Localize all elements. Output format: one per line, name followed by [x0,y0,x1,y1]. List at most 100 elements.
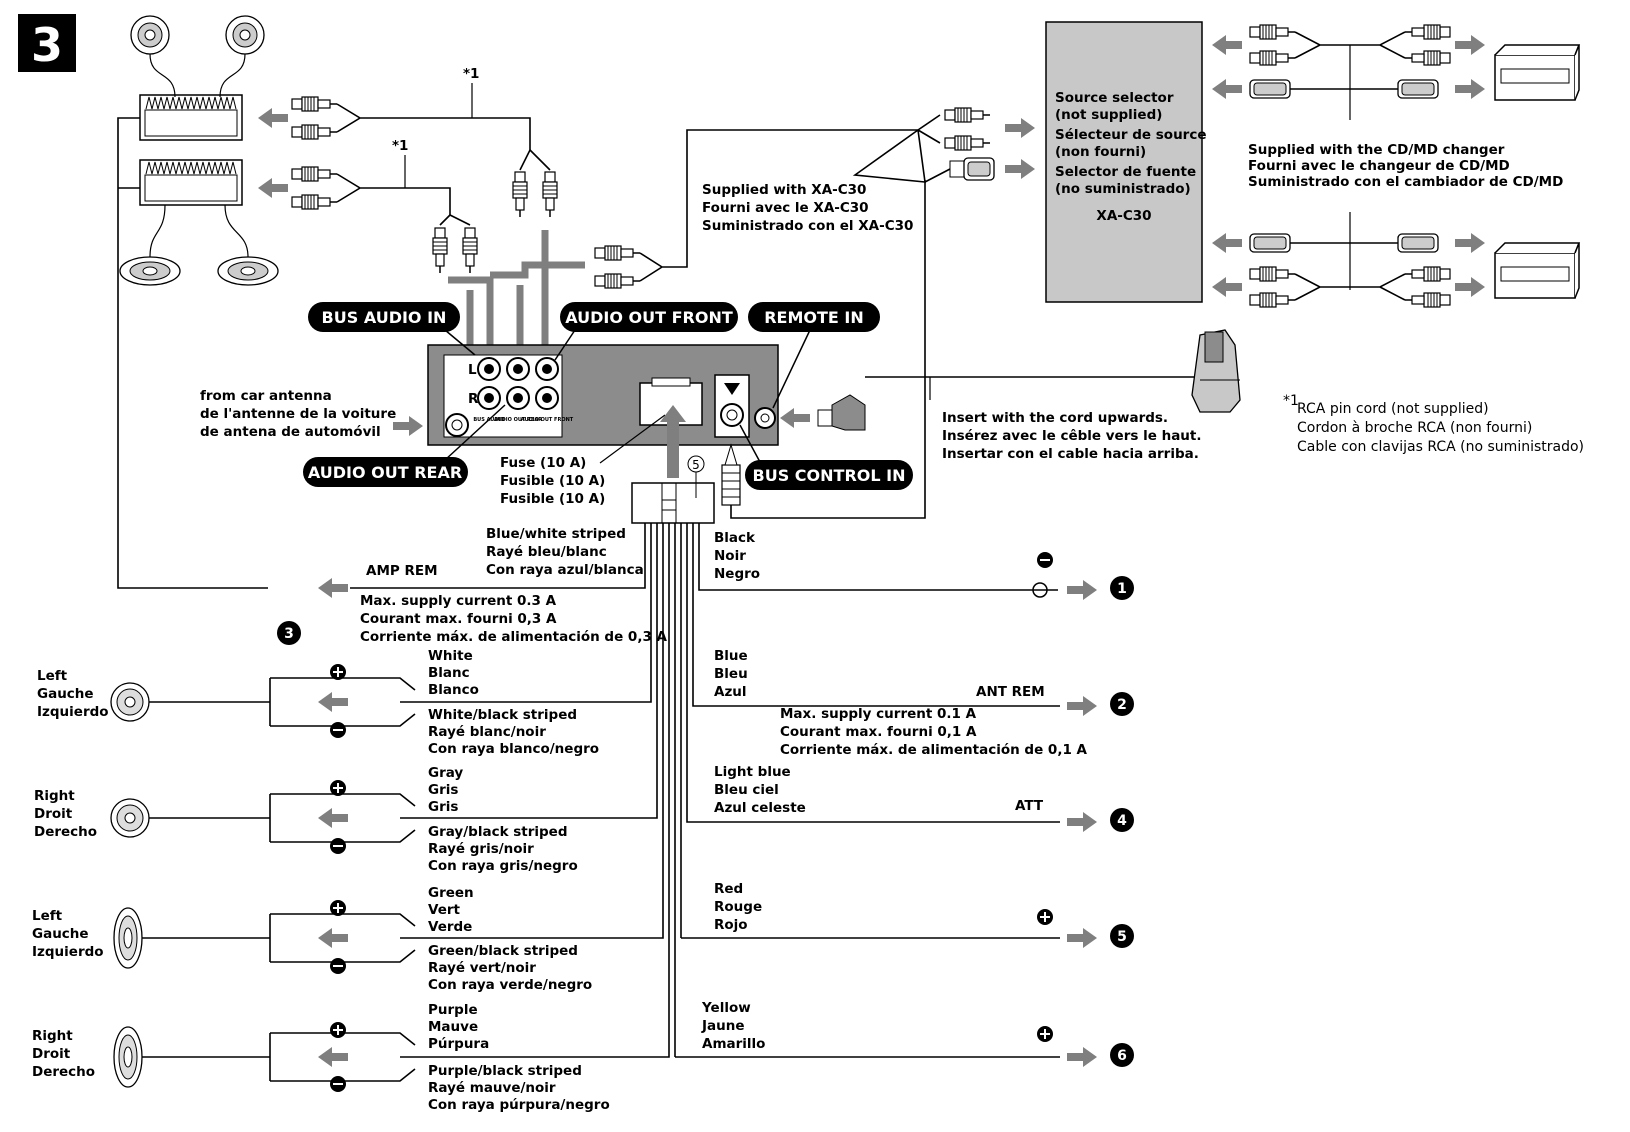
svg-text:5: 5 [1117,929,1127,945]
pill-remote-in: REMOTE IN [748,302,880,332]
svg-text:Púrpura: Púrpura [428,1036,489,1052]
jack-rear-l [506,357,530,381]
svg-text:Rayé mauve/noir: Rayé mauve/noir [428,1080,556,1096]
jack-front-r [535,386,559,410]
svg-text:Izquierdo: Izquierdo [32,944,104,960]
pill-bus-audio-in: BUS AUDIO IN [308,302,460,332]
svg-text:Fourni avec le changeur de CD/: Fourni avec le changeur de CD/MD [1248,158,1510,174]
svg-text:(no suministrado): (no suministrado) [1055,181,1191,197]
speaker-rear-left: Left Gauche Izquierdo Green Vert Verde G… [32,885,592,993]
svg-text:Corriente máx. de alimentación: Corriente máx. de alimentación de 0,1 A [780,742,1088,758]
speaker-front-right: Right Droit Derecho Gray Gris Gris Gray/… [34,765,578,874]
svg-text:Courant max. fourni 0,1 A: Courant max. fourni 0,1 A [780,724,977,740]
svg-text:Rayé gris/noir: Rayé gris/noir [428,841,534,857]
svg-text:Verde: Verde [428,919,472,935]
jack-label-front: AUDIO OUT FRONT [521,417,574,423]
svg-text:Sélecteur de source: Sélecteur de source [1055,127,1207,143]
svg-text:Con raya azul/blanca: Con raya azul/blanca [486,562,644,578]
svg-text:Max. supply current 0.3 A: Max. supply current 0.3 A [360,593,557,609]
svg-text:Suministrado con el XA-C30: Suministrado con el XA-C30 [702,218,913,234]
wire-light-blue-att: Light blue Bleu ciel Azul celeste ATT 4 [714,764,1134,832]
svg-text:Yellow: Yellow [701,1000,751,1016]
cd-changer-top [1494,44,1580,101]
pill-audio-out-front: AUDIO OUT FRONT [560,302,738,332]
svg-text:AMP REM: AMP REM [366,563,438,579]
svg-text:Gris: Gris [428,782,458,798]
svg-text:3: 3 [284,626,294,642]
svg-text:XA-C30: XA-C30 [1096,208,1151,224]
remote-plug [817,394,866,431]
svg-text:White: White [428,648,473,664]
pill-bus-control-in: BUS CONTROL IN [745,460,913,490]
svg-text:Mauve: Mauve [428,1019,478,1035]
footnote: *1 RCA pin cord (not supplied) Cordon à … [1283,393,1584,455]
svg-text:Con raya púrpura/negro: Con raya púrpura/negro [428,1097,610,1113]
svg-text:Max. supply current 0.1 A: Max. supply current 0.1 A [780,706,977,722]
svg-text:Gris: Gris [428,799,458,815]
cd-changer-bottom [1494,242,1580,299]
svg-text:(non fourni): (non fourni) [1055,144,1146,160]
svg-text:Gauche: Gauche [32,926,89,942]
jack-bus-audio-r [477,386,501,410]
source-selector-label: Source selector (not supplied) Sélecteur… [1055,90,1207,224]
step-number: 3 [31,18,63,72]
din-plug-xa [949,157,995,181]
svg-text:Fourni avec le XA-C30: Fourni avec le XA-C30 [702,200,869,216]
svg-text:Amarillo: Amarillo [702,1036,765,1052]
svg-text:Left: Left [32,908,63,924]
svg-text:Fusible (10 A): Fusible (10 A) [500,491,605,507]
svg-text:White/black striped: White/black striped [428,707,577,723]
svg-text:Light blue: Light blue [714,764,791,780]
asterisk-1-top: *1 [463,66,479,82]
svg-text:BUS CONTROL IN: BUS CONTROL IN [753,466,906,485]
svg-text:Blue: Blue [714,648,748,664]
svg-text:from car antenna: from car antenna [200,388,332,404]
svg-text:Jaune: Jaune [701,1018,745,1034]
amplifier-top [139,94,243,141]
svg-text:Insérez avec le cêble vers le: Insérez avec le cêble vers le haut. [942,428,1202,444]
jack-rear-r [506,386,530,410]
svg-text:6: 6 [1117,1048,1127,1064]
svg-text:Selector de fuente: Selector de fuente [1055,164,1196,180]
svg-text:Blanco: Blanco [428,682,479,698]
insert-cord-label: Insert with the cord upwards. Insérez av… [942,410,1202,462]
svg-text:Rouge: Rouge [714,899,762,915]
svg-text:Gauche: Gauche [37,686,94,702]
svg-text:Rayé bleu/blanc: Rayé bleu/blanc [486,544,607,560]
svg-text:2: 2 [1117,697,1127,713]
jack-bus-audio-l [477,357,501,381]
svg-text:Derecho: Derecho [32,1064,95,1080]
svg-text:Con raya blanco/negro: Con raya blanco/negro [428,741,599,757]
svg-text:REMOTE IN: REMOTE IN [764,308,864,327]
label-r: R [468,391,479,407]
steering-remote [1191,329,1241,413]
svg-text:Gray/black striped: Gray/black striped [428,824,568,840]
svg-text:Right: Right [32,1028,73,1044]
svg-text:BUS AUDIO IN: BUS AUDIO IN [322,308,447,327]
svg-text:Blue/white striped: Blue/white striped [486,526,626,542]
svg-text:Corriente máx. de alimentación: Corriente máx. de alimentación de 0,3 A [360,629,668,645]
amplifier-bottom [139,159,243,206]
svg-text:Supplied with the CD/MD change: Supplied with the CD/MD changer [1248,142,1505,158]
speaker-rear-right: Right Droit Derecho Purple Mauve Púrpura… [32,1002,610,1113]
svg-text:Insert with the cord upwards.: Insert with the cord upwards. [942,410,1168,426]
step-number-box [18,14,76,72]
svg-text:Bleu: Bleu [714,666,748,682]
svg-text:ANT REM: ANT REM [976,684,1045,700]
tweeter-left [130,15,170,55]
pill-audio-out-rear: AUDIO OUT REAR [303,457,468,487]
svg-text:de l'antenne de la voiture: de l'antenne de la voiture [200,406,396,422]
svg-text:Black: Black [714,530,756,546]
svg-text:Right: Right [34,788,75,804]
speaker-icon-oval-1 [113,907,143,969]
svg-text:*1: *1 [1283,393,1299,409]
svg-text:de antena de automóvil: de antena de automóvil [200,424,381,440]
jack-front-l [535,357,559,381]
wire-blue-ant-rem: Blue Bleu Azul ANT REM Max. supply curre… [714,648,1134,758]
rear-speaker-right [217,256,279,286]
remote-in-jack [754,407,776,429]
svg-text:Purple/black striped: Purple/black striped [428,1063,582,1079]
svg-text:AUDIO OUT REAR: AUDIO OUT REAR [308,463,462,482]
svg-text:Purple: Purple [428,1002,478,1018]
svg-text:Courant max. fourni 0,3 A: Courant max. fourni 0,3 A [360,611,557,627]
